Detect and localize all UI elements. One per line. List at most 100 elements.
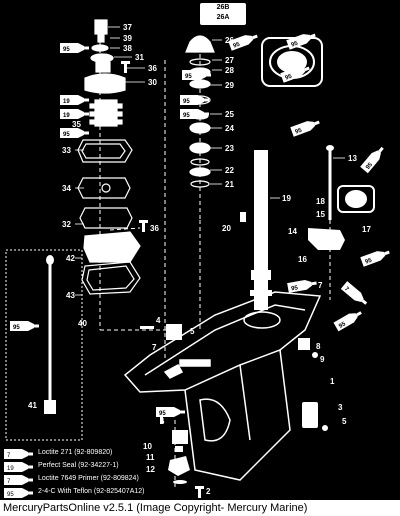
callout-7b: 7 bbox=[152, 343, 157, 352]
tube-icon: 95 bbox=[60, 128, 89, 138]
tube-icon: 19 bbox=[4, 461, 33, 472]
callout-5b: 5 bbox=[342, 417, 347, 426]
callout-8: 8 bbox=[316, 342, 321, 351]
callout-15: 15 bbox=[316, 210, 325, 219]
lubricant-legend: 7 Loctite 271 (92-809820) 19 Perfect Sea… bbox=[4, 446, 194, 498]
callout-numbers: 37 39 38 31 36 30 35 33 34 32 36 42 43 4… bbox=[28, 23, 371, 496]
callout-13: 13 bbox=[348, 154, 357, 163]
lubricant-tubes: 95 19 19 95 95 95 95 95 95 bbox=[10, 43, 211, 417]
callout-23: 23 bbox=[225, 144, 234, 153]
legend-label: 2-4-C With Teflon (92-825407A12) bbox=[38, 488, 145, 495]
tube-icon: 95 bbox=[10, 321, 39, 331]
svg-text:95: 95 bbox=[232, 42, 241, 50]
lower-parts bbox=[140, 324, 328, 498]
callout-1: 1 bbox=[330, 377, 335, 386]
svg-text:95: 95 bbox=[63, 132, 70, 138]
legend-row: 95 2-4-C With Teflon (92-825407A12) bbox=[4, 485, 194, 498]
svg-text:7: 7 bbox=[343, 286, 350, 293]
svg-text:95: 95 bbox=[294, 128, 303, 136]
shift-rod bbox=[5, 249, 83, 441]
tube-icon: 95 bbox=[156, 407, 185, 417]
callout-26a: 26A bbox=[216, 14, 230, 21]
callout-34: 34 bbox=[62, 184, 71, 193]
tube-icon: 95 bbox=[286, 30, 317, 50]
callout-9: 9 bbox=[320, 355, 325, 364]
alignment-lines bbox=[99, 35, 331, 490]
callout-36a: 36 bbox=[148, 64, 157, 73]
svg-text:95: 95 bbox=[63, 47, 70, 53]
svg-text:7: 7 bbox=[7, 453, 11, 459]
callout-21: 21 bbox=[225, 180, 234, 189]
callout-43: 43 bbox=[66, 291, 75, 300]
tube-icon: 19 bbox=[60, 95, 89, 105]
callout-12: 12 bbox=[146, 465, 155, 474]
lubricant-tubes-right: 95 95 95 95 95 7 95 95 95 bbox=[228, 30, 391, 332]
tube-icon: 95 bbox=[180, 109, 209, 119]
tube-icon: 95 bbox=[333, 308, 364, 332]
copyright-footer: MercuryPartsOnline v2.5.1 (Image Copyrig… bbox=[0, 500, 400, 516]
tube-icon: 7 bbox=[340, 281, 370, 308]
tube-icon: 95 bbox=[60, 43, 89, 53]
leader-lines bbox=[75, 26, 345, 296]
callout-26: 26 bbox=[225, 36, 234, 45]
callout-32: 32 bbox=[62, 220, 71, 229]
svg-text:95: 95 bbox=[290, 41, 299, 49]
callout-4: 4 bbox=[156, 316, 161, 325]
tube-icon: 95 bbox=[360, 144, 387, 174]
callout-14: 14 bbox=[288, 227, 297, 236]
svg-text:95: 95 bbox=[185, 74, 192, 80]
legend-label: Perfect Seal (92-34227-1) bbox=[38, 462, 119, 469]
tube-icon: 7 bbox=[4, 474, 33, 485]
svg-text:95: 95 bbox=[183, 99, 190, 105]
callout-2: 2 bbox=[206, 487, 211, 496]
tube-icon: 95 bbox=[287, 278, 318, 293]
callout-28: 28 bbox=[225, 66, 234, 75]
gear-housing bbox=[123, 291, 322, 481]
tube-icon: 7 bbox=[4, 448, 33, 459]
callout-30: 30 bbox=[148, 78, 157, 87]
tube-icon: 95 bbox=[280, 63, 311, 83]
svg-text:19: 19 bbox=[7, 466, 14, 472]
shift-shaft bbox=[326, 145, 334, 220]
callout-29: 29 bbox=[225, 81, 234, 90]
callout-38: 38 bbox=[123, 44, 132, 53]
oil-seal bbox=[337, 185, 375, 213]
driveshaft bbox=[250, 150, 272, 310]
callout-42: 42 bbox=[66, 254, 75, 263]
callout-17: 17 bbox=[362, 225, 371, 234]
svg-text:19: 19 bbox=[63, 113, 70, 119]
clip-20 bbox=[240, 212, 246, 222]
tube-icon: 95 bbox=[228, 31, 259, 51]
bolts bbox=[121, 61, 148, 232]
legend-row: 7 Loctite 271 (92-809820) bbox=[4, 446, 194, 459]
svg-text:95: 95 bbox=[13, 325, 20, 331]
svg-text:95: 95 bbox=[183, 113, 190, 119]
svg-text:95: 95 bbox=[291, 285, 299, 292]
svg-text:95: 95 bbox=[365, 161, 374, 170]
callout-11: 11 bbox=[146, 453, 155, 462]
callout-33: 33 bbox=[62, 146, 71, 155]
callout-3: 3 bbox=[338, 403, 343, 412]
callout-41: 41 bbox=[28, 401, 37, 410]
shift-bracket bbox=[308, 228, 345, 250]
callout-40: 40 bbox=[78, 319, 87, 328]
legend-label: Loctite 7649 Primer (92-809824) bbox=[38, 475, 139, 482]
callout-31: 31 bbox=[135, 53, 144, 62]
svg-text:95: 95 bbox=[159, 411, 166, 417]
svg-text:95: 95 bbox=[364, 258, 373, 266]
svg-text:95: 95 bbox=[7, 492, 14, 498]
tube-icon: 95 bbox=[182, 70, 211, 80]
callout-35: 35 bbox=[72, 120, 81, 129]
callout-24: 24 bbox=[225, 124, 234, 133]
callout-box-26: 26B 26A bbox=[200, 3, 246, 25]
callout-10: 10 bbox=[143, 442, 152, 451]
exploded-parts-diagram: 37 39 38 31 36 30 35 33 34 32 36 42 43 4… bbox=[5, 19, 391, 498]
callout-27: 27 bbox=[225, 56, 234, 65]
water-pump-stack bbox=[77, 19, 141, 295]
legend-label: Loctite 271 (92-809820) bbox=[38, 449, 113, 456]
callout-36b: 36 bbox=[150, 224, 159, 233]
callout-5a: 5 bbox=[190, 327, 195, 336]
tube-icon: 95 bbox=[360, 247, 391, 267]
tube-icon: 95 bbox=[180, 95, 209, 105]
callout-18: 18 bbox=[316, 197, 325, 206]
